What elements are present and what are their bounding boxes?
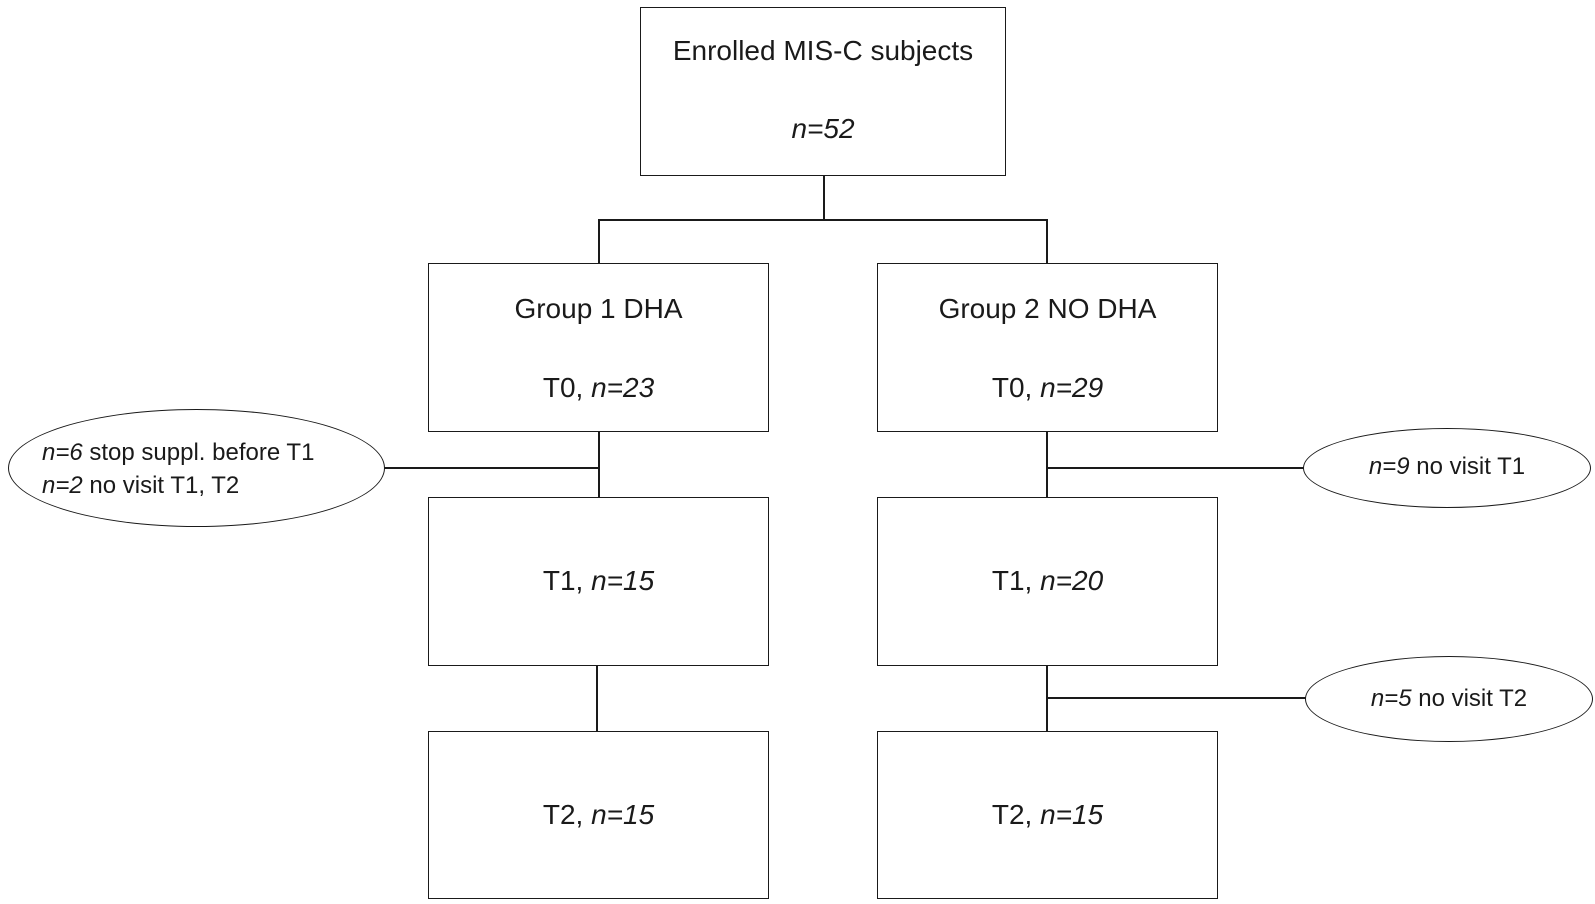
connector-enrolled-down (823, 175, 825, 220)
group2-dropout-t1-label: n=9 no visit T1 (1368, 453, 1526, 480)
connector-g1-dropout (384, 467, 599, 469)
group1-dropout-line1: n=6 stop suppl. before T1 (42, 439, 315, 466)
enrolled-title: Enrolled MIS-C subjects (672, 35, 974, 66)
enrolled-box (640, 7, 1006, 176)
group1-t2-label: T2, n=15 (542, 799, 655, 830)
connector-g2-t1-t2 (1046, 666, 1048, 732)
group1-dropout-line2: n=2 no visit T1, T2 (42, 472, 240, 499)
group1-t0-box (428, 263, 769, 432)
group1-t1-box (428, 497, 769, 666)
connector-split-right-down (1046, 219, 1048, 264)
group2-dropout-t2-oval (1305, 656, 1593, 742)
group1-title: Group 1 DHA (514, 293, 683, 324)
group2-t1-label: T1, n=20 (991, 565, 1104, 596)
group1-dropout-oval (8, 409, 385, 527)
group1-t1-label: T1, n=15 (542, 565, 655, 596)
group2-t1-box (877, 497, 1218, 666)
connector-split-horizontal (598, 219, 1047, 221)
connector-g1-t0-t1 (598, 432, 600, 498)
group2-dropout-t1-oval (1303, 428, 1591, 508)
group2-t0-label: T0, n=29 (991, 372, 1104, 403)
group2-dropout-t2-label: n=5 no visit T2 (1370, 685, 1528, 712)
group1-t2-box (428, 731, 769, 899)
enrolled-n: n=52 (791, 113, 855, 144)
group2-title: Group 2 NO DHA (938, 293, 1157, 324)
connector-g2-t0-t1 (1046, 432, 1048, 498)
group2-t0-box (877, 263, 1218, 432)
group1-t0-label: T0, n=23 (542, 372, 655, 403)
connector-g2-dropout-t1 (1046, 467, 1304, 469)
connector-split-left-down (598, 219, 600, 264)
connector-g2-dropout-t2 (1046, 697, 1306, 699)
group2-t2-label: T2, n=15 (991, 799, 1104, 830)
group2-t2-box (877, 731, 1218, 899)
connector-g1-t1-t2 (596, 666, 598, 732)
